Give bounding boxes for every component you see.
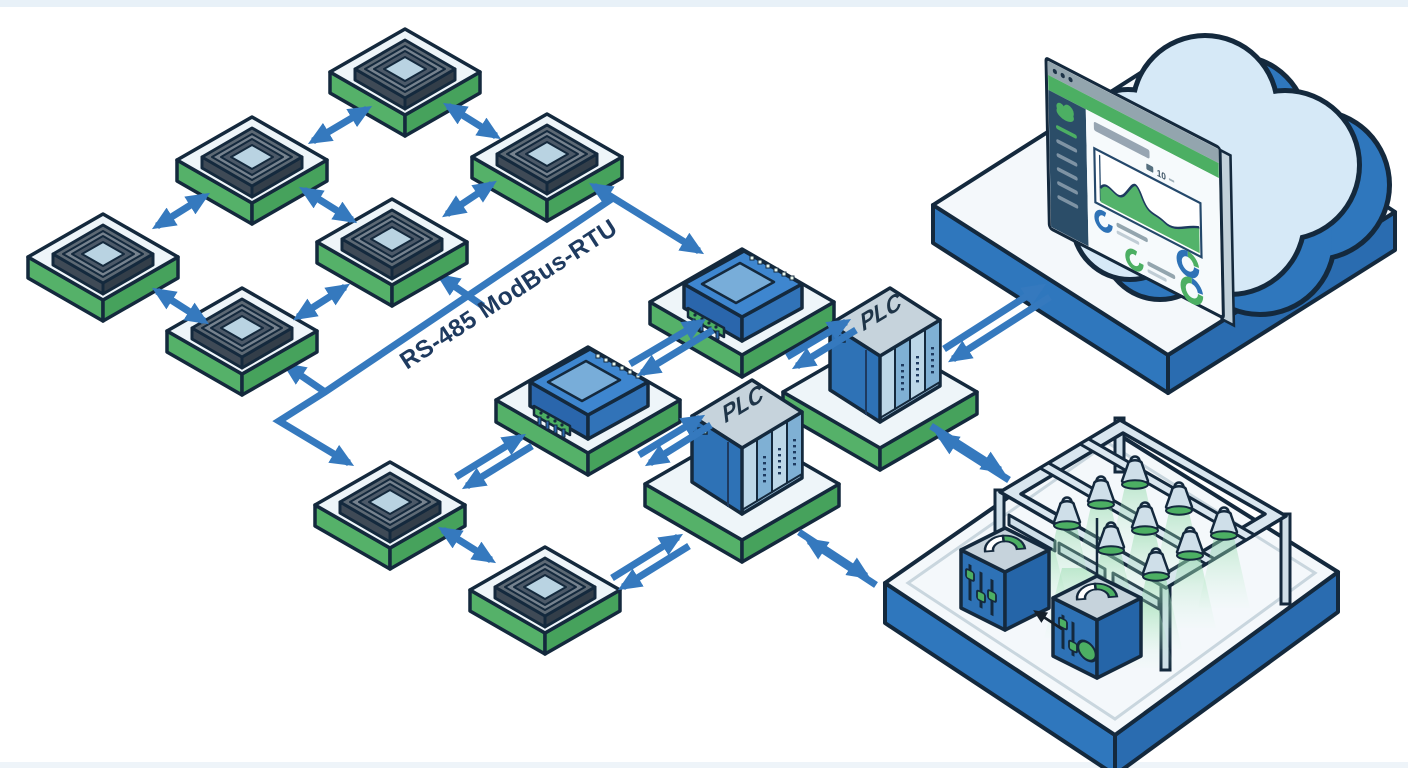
top-border-tint bbox=[0, 0, 1408, 7]
link-node2-node4 bbox=[298, 186, 358, 224]
link-node1-node3 bbox=[442, 102, 502, 140]
link-node7-node8 bbox=[437, 526, 497, 564]
sidebar-item-active bbox=[1055, 125, 1077, 139]
sensor-node-7 bbox=[313, 460, 467, 571]
controller-link-arrow bbox=[1033, 610, 1063, 631]
kpi-list bbox=[1094, 209, 1176, 282]
dashboard-window: 10 bbox=[1044, 57, 1236, 328]
link-plc2-greenhouse-up bbox=[804, 537, 878, 588]
stat-icon bbox=[1146, 163, 1154, 173]
link-plc1-greenhouse-down bbox=[929, 423, 1006, 474]
stat-trend-dash bbox=[1168, 178, 1175, 183]
link-node4-node6 bbox=[292, 283, 351, 321]
duplex-links bbox=[454, 283, 1052, 591]
link-node5-node6 bbox=[151, 287, 210, 325]
link-plc1-greenhouse-up bbox=[934, 432, 1011, 483]
light-controller-2 bbox=[1051, 574, 1143, 680]
donut-icon-green bbox=[1125, 248, 1144, 272]
dashboard-title-bar bbox=[1093, 122, 1150, 159]
link-node3-node4 bbox=[442, 180, 497, 218]
greenhouse-platform bbox=[883, 416, 1340, 768]
light-controller-1 bbox=[959, 526, 1051, 632]
sensor-node-6 bbox=[165, 286, 319, 397]
link-node8-plc2-down bbox=[617, 543, 691, 591]
cloud-logo-icon bbox=[1056, 102, 1074, 122]
mesh-links bbox=[151, 102, 705, 564]
controller-2-sliders bbox=[1058, 614, 1098, 663]
link-plc1-cloud-up bbox=[942, 283, 1047, 352]
sensor-node-2 bbox=[175, 115, 329, 226]
sidebar-items bbox=[1056, 139, 1079, 209]
bus-branch-node6 bbox=[282, 362, 327, 395]
controller-1-sliders bbox=[965, 563, 997, 617]
bus-branch-node4 bbox=[436, 273, 485, 309]
donut-icon-blue bbox=[1094, 209, 1113, 233]
link-node1-node2 bbox=[307, 105, 373, 145]
stat-value: 10 bbox=[1157, 167, 1166, 183]
area-chart bbox=[1093, 146, 1203, 260]
window-controls-icon bbox=[1052, 68, 1073, 83]
sensor-node-8 bbox=[468, 545, 622, 656]
link-plc1-cloud-down bbox=[947, 294, 1052, 363]
sensor-node-5 bbox=[26, 212, 180, 323]
link-node7-gateway2-down bbox=[461, 443, 534, 490]
bottom-border-tint bbox=[0, 762, 1408, 768]
link-gateway2-gateway1-down bbox=[636, 327, 715, 377]
knob-dial bbox=[1076, 639, 1098, 663]
link-node3-gateway1 bbox=[588, 182, 705, 255]
link-gateway2-plc2-down bbox=[644, 422, 713, 467]
dashboard-header-band bbox=[1048, 74, 1219, 179]
window-titlebar bbox=[1047, 60, 1219, 164]
link-node2-node5 bbox=[151, 192, 211, 230]
link-gateway1-plc1-down bbox=[791, 327, 858, 370]
